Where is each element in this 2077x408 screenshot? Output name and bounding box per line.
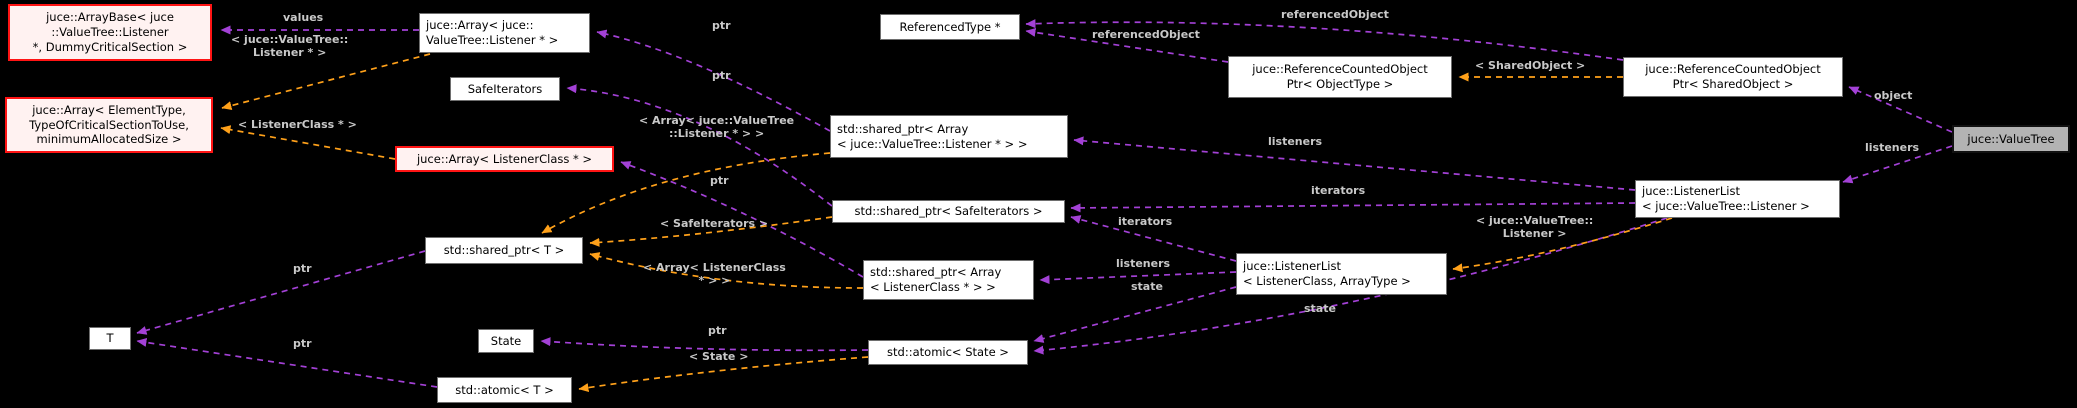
node-label-line: juce::Array< ElementType,	[32, 102, 186, 117]
node-referencedtype[interactable]: ReferencedType *	[880, 14, 1020, 40]
node-shared-ptr-safeiterators[interactable]: std::shared_ptr< SafeIterators >	[832, 200, 1065, 223]
node-label-line: ::ValueTree::Listener	[51, 25, 169, 40]
node-label-line: < juce::ValueTree::Listener * > >	[837, 136, 1028, 151]
node-label-line: ReferencedType *	[899, 19, 1001, 34]
edge-inst-array-listenerclass	[589, 252, 864, 289]
edge-object	[1848, 86, 1953, 133]
node-array-template[interactable]: juce::Array< ElementType,TypeOfCriticalS…	[5, 97, 213, 153]
node-atomic-state[interactable]: std::atomic< State >	[868, 340, 1028, 365]
node-state[interactable]: State	[478, 329, 534, 353]
edge-ptr-shared-t	[136, 250, 426, 335]
node-label-line: juce::ReferenceCountedObject	[1252, 62, 1428, 77]
node-label-line: std::shared_ptr< Array	[870, 265, 1002, 280]
edge-referencedobject-sharedobject	[1025, 19, 1624, 61]
node-shared-ptr-t[interactable]: std::shared_ptr< T >	[425, 237, 583, 264]
node-label-line: < juce::ValueTree::Listener >	[1642, 199, 1810, 213]
edge-inst-listenerclass-ptr	[220, 125, 396, 160]
node-label-line: < ListenerClass, ArrayType >	[1243, 274, 1411, 288]
node-label-line: minimumAllocatedSize >	[36, 132, 182, 147]
node-valuetree: juce::ValueTree	[1952, 125, 2070, 153]
edge-ptr-safeiterators	[566, 84, 833, 207]
node-array-juce-valuetree-listener[interactable]: juce::Array< juce::ValueTree::Listener *…	[419, 13, 590, 53]
node-shared-ptr-array-vt[interactable]: std::shared_ptr< Array< juce::ValueTree:…	[830, 115, 1068, 158]
edge-iterators-ll-vt	[1070, 202, 1636, 213]
node-label-line: juce::Array< juce::	[426, 18, 534, 33]
node-label-line: TypeOfCriticalSectionToUse,	[29, 117, 189, 132]
node-atomic-t[interactable]: std::atomic< T >	[437, 377, 572, 403]
node-label-line: State	[490, 333, 522, 348]
node-label-line: juce::ValueTree	[1967, 131, 2055, 146]
node-label-line: juce::Array< ListenerClass * >	[416, 151, 593, 166]
node-label-line: ValueTree::Listener * >	[426, 33, 559, 47]
node-safeiterators[interactable]: SafeIterators	[450, 77, 560, 101]
edge-ptr-atomic-t	[136, 337, 438, 388]
node-label-line: SafeIterators	[467, 81, 543, 96]
edge-listeners-ll-template	[1039, 271, 1237, 285]
edge-ptr-array-listenerclass	[620, 161, 864, 278]
node-label-line: std::shared_ptr< T >	[443, 243, 565, 258]
node-label-line: juce::ReferenceCountedObject	[1645, 62, 1821, 77]
edge-ptr-atomic-state	[540, 337, 869, 352]
node-listenerlist-template[interactable]: juce::ListenerList< ListenerClass, Array…	[1236, 253, 1447, 295]
node-array-listenerclass[interactable]: juce::Array< ListenerClass * >	[395, 146, 614, 172]
node-label-line: T	[106, 331, 114, 346]
node-label-line: juce::ArrayBase< juce	[46, 10, 174, 25]
edge-paths	[136, 19, 1953, 393]
edge-ptr-array-vt	[596, 29, 831, 132]
node-label-line: std::shared_ptr< SafeIterators >	[854, 204, 1043, 219]
edge-inst-array-vt-listener	[541, 152, 831, 234]
node-t[interactable]: T	[89, 327, 131, 350]
node-shared-ptr-array-listenerclass[interactable]: std::shared_ptr< Array< ListenerClass * …	[863, 260, 1034, 300]
node-label-line: std::atomic< State >	[887, 345, 1009, 360]
edge-inst-state	[578, 356, 869, 393]
edge-inst-vt-listener-list	[1452, 217, 1673, 273]
node-label-line: std::shared_ptr< Array	[837, 121, 969, 136]
edge-inst-juce-valuetree-listener-ptr	[221, 53, 431, 110]
node-label-line: *, DummyCriticalSection >	[32, 39, 188, 54]
node-label-line: std::atomic< T >	[455, 382, 554, 397]
node-label-line: juce::ListenerList	[1243, 259, 1342, 274]
edge-state-ll-template	[1033, 286, 1237, 343]
edge-state-ll-vt	[1033, 217, 1668, 355]
node-label-line: < ListenerClass * > >	[870, 280, 996, 294]
node-label-line: juce::ListenerList	[1642, 184, 1741, 199]
edge-listeners-valuetree	[1842, 145, 1953, 184]
edge-iterators-ll-template	[1070, 215, 1237, 262]
edge-listeners-ll-vt	[1073, 136, 1636, 191]
node-arraybase[interactable]: juce::ArrayBase< juce::ValueTree::Listen…	[8, 4, 212, 61]
edge-referencedobject-objecttype	[1025, 27, 1229, 63]
node-label-line: Ptr< SharedObject >	[1672, 77, 1794, 91]
node-listenerlist-vt-listener[interactable]: juce::ListenerList< juce::ValueTree::Lis…	[1635, 180, 1840, 218]
node-label-line: Ptr< ObjectType >	[1286, 77, 1394, 91]
